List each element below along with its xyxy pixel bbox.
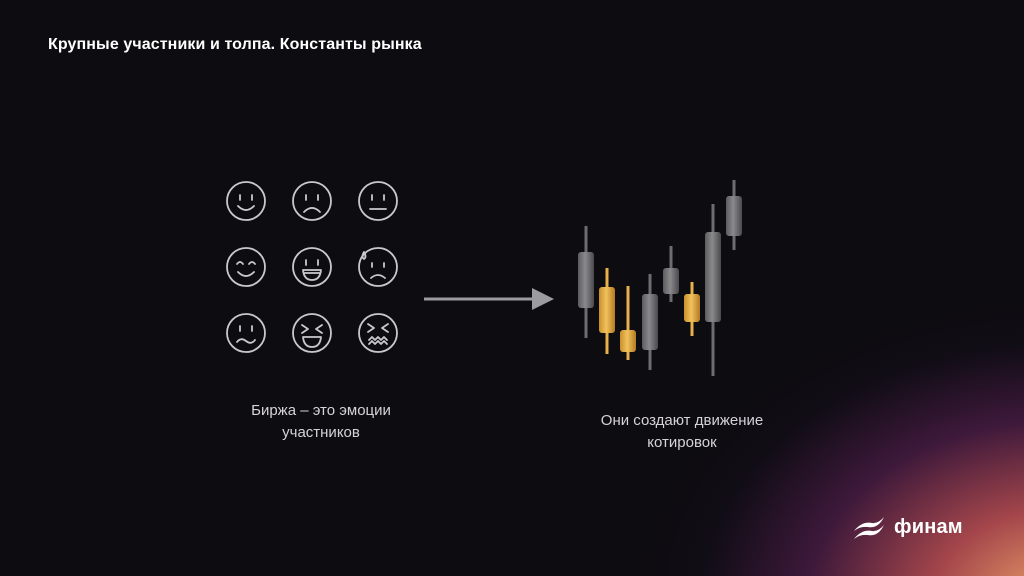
- anxious-sweat-icon: [358, 247, 398, 287]
- sad-icon: [292, 181, 332, 221]
- candle-7: [705, 204, 721, 376]
- distressed-icon: [358, 313, 398, 353]
- confused-icon: [226, 313, 266, 353]
- slide-title: Крупные участники и толпа. Константы рын…: [48, 36, 422, 53]
- finam-logo-icon: [854, 517, 884, 539]
- quotes-caption-line1: Они создают движение: [600, 412, 764, 429]
- candle-1: [578, 226, 594, 338]
- finam-logo: финам: [852, 510, 982, 544]
- candle-3: [620, 286, 636, 360]
- content-icon: [226, 247, 266, 287]
- grin-icon: [292, 247, 332, 287]
- candle-8: [726, 180, 742, 250]
- candle-5: [663, 246, 679, 302]
- neutral-icon: [358, 181, 398, 221]
- emotions-grid: [226, 181, 398, 353]
- laughing-squint-icon: [292, 313, 332, 353]
- candle-6: [684, 282, 700, 336]
- emotions-caption-line1: Биржа – это эмоции: [251, 402, 391, 419]
- quotes-caption: Они создают движение котировок: [552, 410, 812, 454]
- smile-icon: [226, 181, 266, 221]
- candle-4: [642, 274, 658, 370]
- quotes-caption-line2: котировок: [647, 434, 717, 451]
- arrow-right-icon: [424, 288, 554, 310]
- candle-2: [599, 268, 615, 354]
- emotions-caption-line2: участников: [282, 424, 360, 441]
- emotions-caption: Биржа – это эмоции участников: [196, 400, 446, 444]
- finam-logo-text: финам: [894, 515, 963, 538]
- candlestick-illustration: [578, 180, 742, 376]
